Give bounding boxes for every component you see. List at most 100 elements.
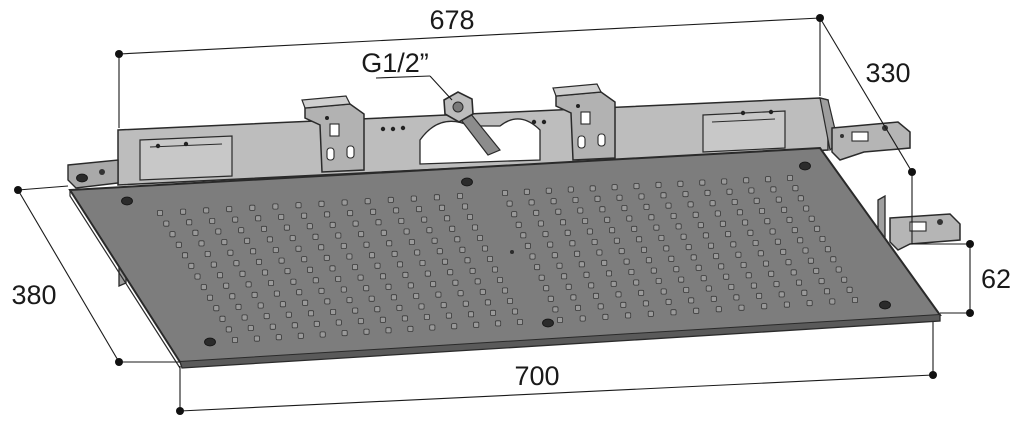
nozzle-right	[636, 236, 643, 243]
nozzle-right	[725, 231, 732, 238]
nozzle-left	[398, 217, 405, 224]
nozzle-left	[469, 267, 476, 274]
nozzle-right	[683, 286, 690, 293]
nozzle-right	[648, 214, 655, 221]
nozzle-left	[245, 281, 252, 288]
nozzle-right	[748, 187, 755, 194]
nozzle-right	[702, 232, 709, 239]
nozzle-left	[410, 195, 417, 202]
nozzle-right	[736, 209, 743, 216]
nozzle-left	[206, 294, 213, 301]
nozzle-right	[824, 246, 831, 253]
nozzle-right	[623, 258, 630, 265]
plate-screw	[799, 161, 811, 171]
nozzle-left	[289, 235, 296, 242]
nozzle-right	[515, 221, 522, 228]
nozzle-right	[665, 298, 672, 305]
nozzle-right	[846, 286, 853, 293]
nozzle-right	[655, 277, 662, 284]
nozzle-left	[181, 252, 188, 259]
nozzle-left	[346, 253, 353, 260]
nozzle-right	[710, 295, 717, 302]
bracket-slot	[909, 221, 927, 232]
side-bracket-upper-right	[831, 121, 911, 161]
nozzle-left	[506, 297, 513, 304]
nozzle-left	[255, 258, 262, 265]
nozzle-left	[272, 246, 279, 253]
nozzle-right	[579, 315, 586, 322]
nozzle-left	[396, 304, 403, 311]
nozzle-right	[557, 316, 564, 323]
nozzle-right	[765, 176, 772, 183]
nozzle-right	[591, 238, 598, 245]
dim-dot	[115, 50, 123, 58]
housing-hole	[768, 109, 774, 115]
nozzle-left	[467, 311, 474, 318]
nozzle-right	[688, 297, 695, 304]
nozzle-right	[567, 186, 574, 193]
nozzle-left	[318, 244, 325, 251]
nozzle-right	[658, 234, 665, 241]
nozzle-left	[358, 231, 365, 238]
nozzle-right	[534, 264, 541, 271]
nozzle-right	[713, 253, 720, 260]
nozzle-right	[731, 198, 738, 205]
nozzle-right	[753, 197, 760, 204]
nozzle-right	[650, 267, 657, 274]
nozzle-array	[156, 174, 859, 343]
nozzle-left	[471, 224, 478, 231]
nozzle-left	[438, 204, 445, 211]
nozzle-left	[352, 220, 359, 227]
nozzle-left	[379, 273, 386, 280]
nozzle-left	[233, 260, 240, 267]
housing-hole	[155, 143, 161, 149]
nozzle-right	[528, 199, 535, 206]
nozzle-left	[440, 302, 447, 309]
nozzle-right	[690, 254, 697, 261]
nozzle-left	[479, 288, 486, 295]
nozzle-left	[456, 192, 463, 199]
nozzle-left	[421, 216, 428, 223]
housing-recess-left	[139, 135, 233, 181]
nozzle-right	[700, 275, 707, 282]
nozzle-left	[436, 248, 443, 255]
nozzle-left	[186, 219, 193, 226]
nozzle-right	[618, 248, 625, 255]
nozzle-right	[835, 266, 842, 273]
nozzle-right	[597, 303, 604, 310]
nozzle-right	[633, 279, 640, 286]
top-bracket-right	[552, 83, 616, 161]
nozzle-right	[818, 278, 825, 285]
nozzle-right	[763, 260, 770, 267]
nozzle-left	[257, 302, 264, 309]
nozzle-left	[312, 277, 319, 284]
nozzle-right	[852, 296, 859, 303]
nozzle-right	[814, 225, 821, 232]
nozzle-left	[474, 278, 481, 285]
nozzle-right	[778, 291, 785, 298]
nozzle-left	[225, 326, 232, 333]
nozzle-left	[229, 293, 236, 300]
nozzle-left	[319, 331, 326, 338]
nozzle-left	[413, 292, 420, 299]
nozzle-right	[787, 174, 794, 181]
nozzle-right	[599, 206, 606, 213]
tab-hole	[99, 169, 105, 175]
nozzle-left	[424, 270, 431, 277]
nozzle-right	[621, 205, 628, 212]
nozzle-left	[194, 273, 201, 280]
nozzle-left	[266, 236, 273, 243]
nozzle-left	[481, 245, 488, 252]
nozzle-right	[723, 273, 730, 280]
nozzle-right	[728, 283, 735, 290]
nozzle-right	[715, 306, 722, 313]
nozzle-right	[738, 304, 745, 311]
nozzle-right	[808, 215, 815, 222]
nozzle-left	[296, 289, 303, 296]
nozzle-left	[401, 315, 408, 322]
nozzle-left	[435, 291, 442, 298]
nozzle-right	[830, 256, 837, 263]
nozzle-right	[633, 183, 640, 190]
nozzle-right	[560, 219, 567, 226]
nozzle-left	[408, 238, 415, 245]
